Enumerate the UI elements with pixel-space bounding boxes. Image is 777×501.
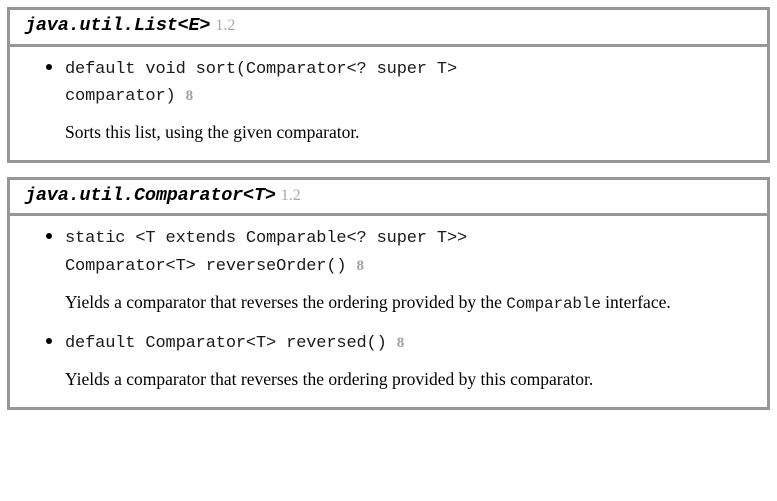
- method-version-badge: 8: [185, 88, 194, 105]
- bullet-icon: [46, 338, 52, 345]
- method-version-badge: 8: [396, 335, 405, 352]
- method-description: Yields a comparator that reverses the or…: [65, 290, 757, 317]
- method-signature-text: static <T extends Comparable<? super T>>…: [65, 229, 468, 276]
- method-entry: static <T extends Comparable<? super T>>…: [20, 225, 757, 316]
- description-text: Yields a comparator that reverses the or…: [65, 291, 507, 312]
- method-entry: default Comparator<T> reversed() 8 Yield…: [20, 330, 757, 393]
- method-description: Sorts this list, using the given compara…: [65, 120, 757, 146]
- method-entry: default void sort(Comparator<? super T> …: [20, 56, 757, 146]
- method-signature: default void sort(Comparator<? super T> …: [65, 56, 757, 111]
- description-inline-code: Comparable: [506, 294, 601, 313]
- class-name: java.util.List<E>: [25, 15, 211, 36]
- bullet-icon: [46, 63, 52, 70]
- class-name: java.util.Comparator<T>: [25, 184, 276, 206]
- bullet-icon: [46, 233, 52, 240]
- api-box-header: java.util.List<E>1.2: [10, 10, 767, 47]
- method-signature-text: default Comparator<T> reversed(): [65, 334, 387, 354]
- method-signature: default Comparator<T> reversed() 8: [65, 330, 757, 358]
- method-signature-text: default void sort(Comparator<? super T> …: [65, 59, 458, 107]
- method-signature: static <T extends Comparable<? super T>>…: [65, 225, 757, 280]
- method-description: Yields a comparator that reverses the or…: [65, 367, 757, 393]
- description-text: Yields a comparator that reverses the or…: [65, 369, 594, 390]
- api-box-list: java.util.List<E>1.2 default void sort(C…: [7, 7, 770, 163]
- since-version: 1.2: [280, 186, 301, 204]
- method-version-badge: 8: [356, 258, 365, 274]
- description-text-tail: interface.: [600, 291, 671, 312]
- api-box-body: default void sort(Comparator<? super T> …: [10, 47, 767, 160]
- description-text: Sorts this list, using the given compara…: [65, 121, 360, 142]
- api-box-header: java.util.Comparator<T>1.2: [10, 180, 767, 217]
- since-version: 1.2: [215, 17, 236, 34]
- api-box-body: static <T extends Comparable<? super T>>…: [10, 216, 767, 407]
- api-box-comparator: java.util.Comparator<T>1.2 static <T ext…: [7, 176, 770, 410]
